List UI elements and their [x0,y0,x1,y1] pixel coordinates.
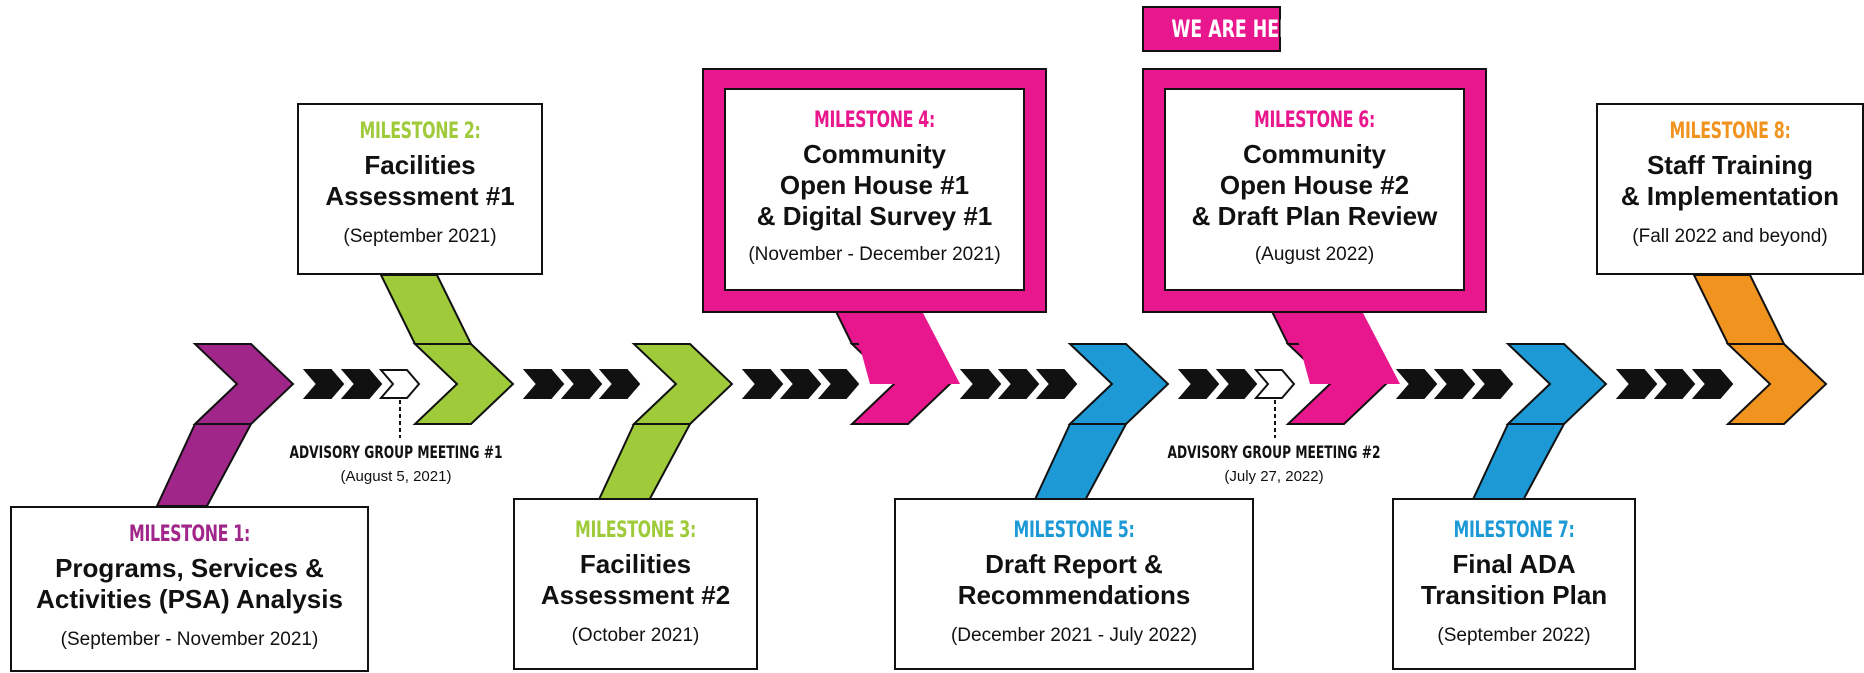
milestone-7-chevron [1505,343,1608,425]
milestone-7-title-line-1: Final ADA [1452,549,1576,579]
milestone-3-date: (October 2021) [571,625,700,646]
milestone-5-title-line-1: Draft Report & [985,549,1163,579]
advisory-meeting-2-title: ADVISORY GROUP MEETING #2 [1167,443,1381,463]
milestone-3-card: MILESTONE 3: Facilities Assessment #2 (O… [513,498,758,670]
milestone-6-date: (August 2022) [1254,244,1375,265]
milestone-6-title-line-2: Open House #2 [1219,170,1410,200]
milestone-8-chevron [1725,343,1828,425]
milestone-5-chevron [1067,343,1170,425]
connector-chevron-1 [302,369,345,399]
milestone-7-card: MILESTONE 7: Final ADA Transition Plan (… [1392,498,1636,670]
milestone-3-title-line-2: Assessment #2 [540,580,731,610]
milestone-2-leader-band [379,274,473,345]
milestone-4-card: MILESTONE 4: Community Open House #1 & D… [724,88,1025,291]
connector-chevron-18 [1653,369,1696,399]
connector-chevron-19 [1691,369,1734,399]
advisory-meeting-marker-1 [378,369,421,399]
connector-chevron-11 [1035,369,1078,399]
milestone-6-title-line-3: & Draft Plan Review [1191,201,1438,231]
milestone-8-title-line-2: & Implementation [1620,181,1840,211]
connector-chevron-15 [1433,369,1476,399]
we-are-here-badge: WE ARE HERE! [1142,6,1312,52]
connector-chevron-6 [741,369,784,399]
advisory-meeting-1-title: ADVISORY GROUP MEETING #1 [289,443,503,463]
milestone-2-label: MILESTONE 2: [359,119,481,144]
milestone-1-chevron [192,343,295,425]
connector-chevron-7 [779,369,822,399]
milestone-2-date: (September 2021) [343,226,497,247]
milestone-3-chevron [631,343,734,425]
advisory-meeting-1-date: (August 5, 2021) [340,468,452,485]
milestone-6-label: MILESTONE 6: [1254,108,1375,133]
milestone-2-chevron [412,343,515,425]
connector-chevron-8 [817,369,860,399]
connector-chevron-2 [340,369,383,399]
milestone-8-label: MILESTONE 8: [1669,119,1791,144]
connector-chevron-9 [959,369,1002,399]
we-are-here-text: WE ARE HERE! [1171,15,1312,43]
milestone-3-label: MILESTONE 3: [575,518,696,543]
milestone-4-date: (November - December 2021) [748,244,1001,265]
milestone-4-callout-pointer [850,311,960,384]
milestone-8-title-line-1: Staff Training [1646,150,1814,180]
advisory-meeting-marker-2 [1253,369,1296,399]
milestone-6-callout-pointer [1290,311,1400,384]
connector-chevron-14 [1395,369,1438,399]
connector-chevron-4 [560,369,603,399]
milestone-1-card: MILESTONE 1: Programs, Services & Activi… [10,506,369,672]
connector-chevron-13 [1215,369,1258,399]
milestone-1-label: MILESTONE 1: [129,522,250,547]
milestone-5-date: (December 2021 - July 2022) [950,625,1198,646]
milestone-8-leader-band [1692,274,1786,345]
milestone-5-label: MILESTONE 5: [1013,518,1135,543]
milestone-1-date: (September - November 2021) [60,629,319,650]
milestone-7-date: (September 2022) [1437,625,1591,646]
connector-chevron-17 [1615,369,1658,399]
milestone-7-title-line-2: Transition Plan [1420,580,1608,610]
milestone-4-label: MILESTONE 4: [814,108,935,133]
milestone-5-card: MILESTONE 5: Draft Report & Recommendati… [894,498,1254,670]
connector-chevron-10 [997,369,1040,399]
milestone-8-card: MILESTONE 8: Staff Training & Implementa… [1596,103,1864,275]
advisory-meeting-2-date: (July 27, 2022) [1224,468,1324,485]
milestone-1-title-line-2: Activities (PSA) Analysis [36,584,343,614]
milestone-6-title-line-1: Community [1243,139,1386,169]
milestone-3-title-line-1: Facilities [579,549,692,579]
milestone-8-date: (Fall 2022 and beyond) [1632,226,1828,247]
milestone-2-title-line-2: Assessment #1 [325,181,515,211]
connector-chevron-5 [598,369,641,399]
milestone-4-title-line-3: & Digital Survey #1 [756,201,993,231]
milestone-7-label: MILESTONE 7: [1453,518,1575,543]
milestone-5-title-line-2: Recommendations [957,580,1191,610]
milestone-2-card: MILESTONE 2: Facilities Assessment #1 (S… [297,103,543,275]
milestone-2-title-line-1: Facilities [364,150,476,180]
connector-chevron-16 [1471,369,1514,399]
milestone-4-title-line-1: Community [803,139,946,169]
milestone-4-title-line-2: Open House #1 [779,170,970,200]
connector-chevron-12 [1177,369,1220,399]
connector-chevron-3 [522,369,565,399]
milestone-1-title-line-1: Programs, Services & [55,553,324,583]
milestone-6-card: MILESTONE 6: Community Open House #2 & D… [1164,88,1465,291]
